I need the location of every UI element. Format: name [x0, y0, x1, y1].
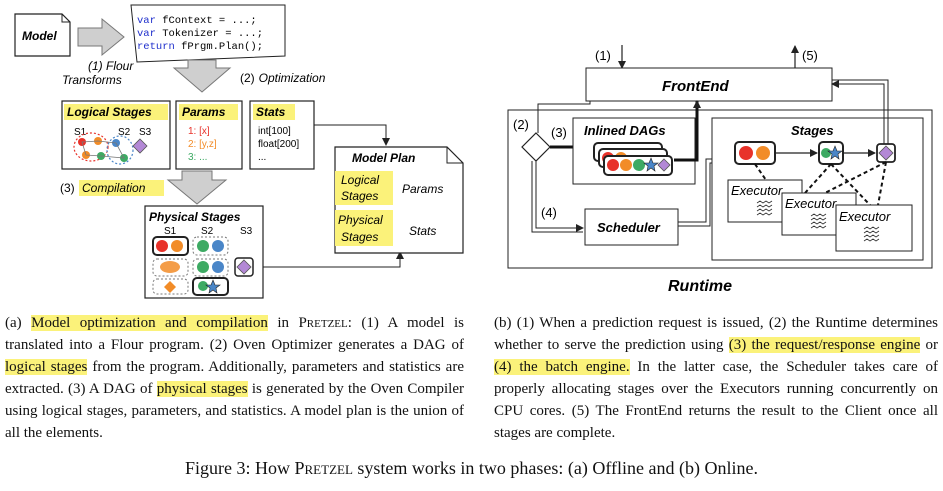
plan-logical-line1: Logical: [341, 173, 379, 187]
assignment-lines: [754, 161, 887, 206]
code-line-2: var Tokenizer = ...;: [137, 28, 263, 40]
cpu-core-icon: [810, 213, 827, 229]
stage-1: [734, 141, 776, 165]
optimization-arrow: [172, 59, 232, 93]
model-document: Model: [14, 13, 71, 57]
params-item-1: 1: [x]: [188, 126, 210, 137]
label-1: (1): [595, 48, 611, 63]
frontend-to-decision-line: [537, 101, 591, 133]
stats-item-2: float[200]: [258, 139, 299, 150]
scheduler-label: Scheduler: [597, 220, 661, 235]
params-box: Params 1: [x] 2: [y,z] 3: ...: [175, 100, 243, 170]
dags-to-frontend-line: [674, 100, 701, 162]
figure-caption: Figure 3: How Pretzel system works in tw…: [185, 458, 758, 478]
physical-to-plan-line: [263, 251, 404, 268]
frontend-label: FrontEnd: [662, 78, 729, 95]
compilation-highlight: [79, 180, 164, 196]
label-4: (4): [541, 205, 557, 220]
stats-item-1: int[100]: [258, 126, 291, 137]
plan-physical-line2: Stages: [341, 230, 378, 244]
runtime-label: Runtime: [668, 278, 732, 295]
code-document: var fContext = ...; var Tokenizer = ...;…: [130, 4, 286, 63]
params-item-2: 2: [y,z]: [188, 139, 217, 150]
optimization-label: (2)Optimization: [240, 71, 326, 85]
model-plan-title: Model Plan: [352, 151, 415, 165]
physical-s2: S2: [201, 226, 214, 237]
plan-params: Params: [402, 182, 443, 196]
decision-to-scheduler-line-2: [531, 161, 583, 233]
stage-3: [876, 143, 896, 163]
compilation-num: (3): [60, 181, 75, 195]
caption-b: (b) (1) When a prediction request is iss…: [494, 315, 938, 441]
compilation-arrow: [166, 170, 228, 205]
inlined-dags-label: Inlined DAGs: [584, 123, 666, 138]
params-title: Params: [182, 105, 226, 119]
model-label: Model: [22, 29, 57, 43]
decision-to-scheduler-line: [535, 161, 584, 232]
stage-2: [818, 141, 844, 165]
stats-item-3: ...: [258, 152, 266, 163]
executor-2-label: Executor: [785, 196, 837, 211]
logical-s1: S1: [74, 127, 87, 138]
stages-to-frontend-line: [831, 80, 885, 144]
logical-s2: S2: [118, 127, 131, 138]
compilation-label: Compilation: [82, 181, 146, 195]
label-5: (5): [802, 48, 818, 63]
code-line-3: return fPrgm.Plan();: [137, 41, 263, 53]
plan-physical-line1: Physical: [338, 213, 383, 227]
stages-label: Stages: [791, 123, 834, 138]
executor-1-label: Executor: [731, 183, 783, 198]
caption-a-highlight-1: Model optimization and compilation: [31, 315, 268, 331]
code-line-1: var fContext = ...;: [137, 15, 257, 27]
physical-s1: S1: [164, 226, 177, 237]
flour-label-1: (1) Flour: [88, 59, 134, 73]
label-3: (3): [551, 125, 567, 140]
logical-stages-box: Logical Stages S1 S2 S3: [61, 100, 171, 170]
caption-a-highlight-2: logical stages: [5, 359, 88, 375]
stats-title: Stats: [256, 105, 286, 119]
physical-s3: S3: [240, 226, 253, 237]
caption-b-highlight-2: (4) the batch engine.: [494, 359, 630, 375]
flour-arrow: [77, 17, 125, 57]
params-item-3: 3: ...: [188, 152, 207, 163]
executor-3: Executor: [835, 204, 913, 252]
executor-3-label: Executor: [839, 209, 891, 224]
plan-logical-line2: Stages: [341, 189, 378, 203]
caption-a-highlight-3: physical stages: [156, 381, 248, 397]
logical-stages-title: Logical Stages: [67, 105, 152, 119]
cpu-core-icon: [756, 200, 773, 216]
model-plan-document: Model Plan Logical Stages Params Physica…: [334, 146, 464, 254]
frontend-box: [585, 67, 833, 102]
label-2: (2): [513, 117, 529, 132]
logical-s3: S3: [139, 127, 152, 138]
caption-b-highlight-1: (3) the request/response engine: [728, 337, 921, 353]
plan-stats: Stats: [409, 224, 436, 238]
scheduler-box: [584, 208, 679, 246]
physical-stages-box: Physical Stages S1 S2 S3: [144, 205, 264, 299]
stats-to-plan-line: [314, 124, 390, 146]
physical-stages-title: Physical Stages: [149, 210, 241, 224]
cpu-core-icon: [863, 226, 880, 242]
inlined-dag-stack: [593, 142, 673, 176]
stages-to-frontend-line-2: [832, 79, 889, 144]
flour-label-2: Transforms: [62, 73, 122, 87]
caption-a: (a) Model optimization and compilation i…: [5, 315, 464, 441]
stats-box: Stats int[100] float[200] ...: [249, 100, 315, 170]
